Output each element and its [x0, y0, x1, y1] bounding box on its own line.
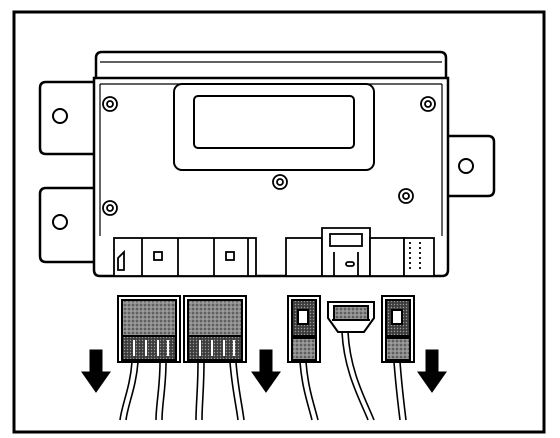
- connector-1: [117, 295, 181, 363]
- down-arrow-icon: [81, 349, 111, 393]
- mounting-ear-lower-left: [38, 186, 98, 264]
- down-arrow-icon: [417, 349, 447, 393]
- removal-arrows: [81, 349, 447, 393]
- connector-3: [287, 295, 321, 363]
- screws: [102, 96, 436, 216]
- label-window: [193, 95, 355, 149]
- connector-4: [327, 301, 375, 333]
- harness-wires: [119, 331, 407, 421]
- control-module: [38, 50, 496, 278]
- down-arrow-icon: [251, 349, 281, 393]
- mounting-ear-upper-left: [38, 80, 98, 156]
- module-connector-headers: [113, 227, 435, 277]
- module-lid: [94, 50, 448, 82]
- figure-border: [12, 10, 546, 434]
- connector-2: [183, 295, 247, 363]
- mounting-hole-right: [458, 158, 474, 174]
- mounting-hole-upper-left: [52, 108, 68, 124]
- connector-5: [381, 295, 415, 363]
- mounting-hole-lower-left: [52, 214, 68, 230]
